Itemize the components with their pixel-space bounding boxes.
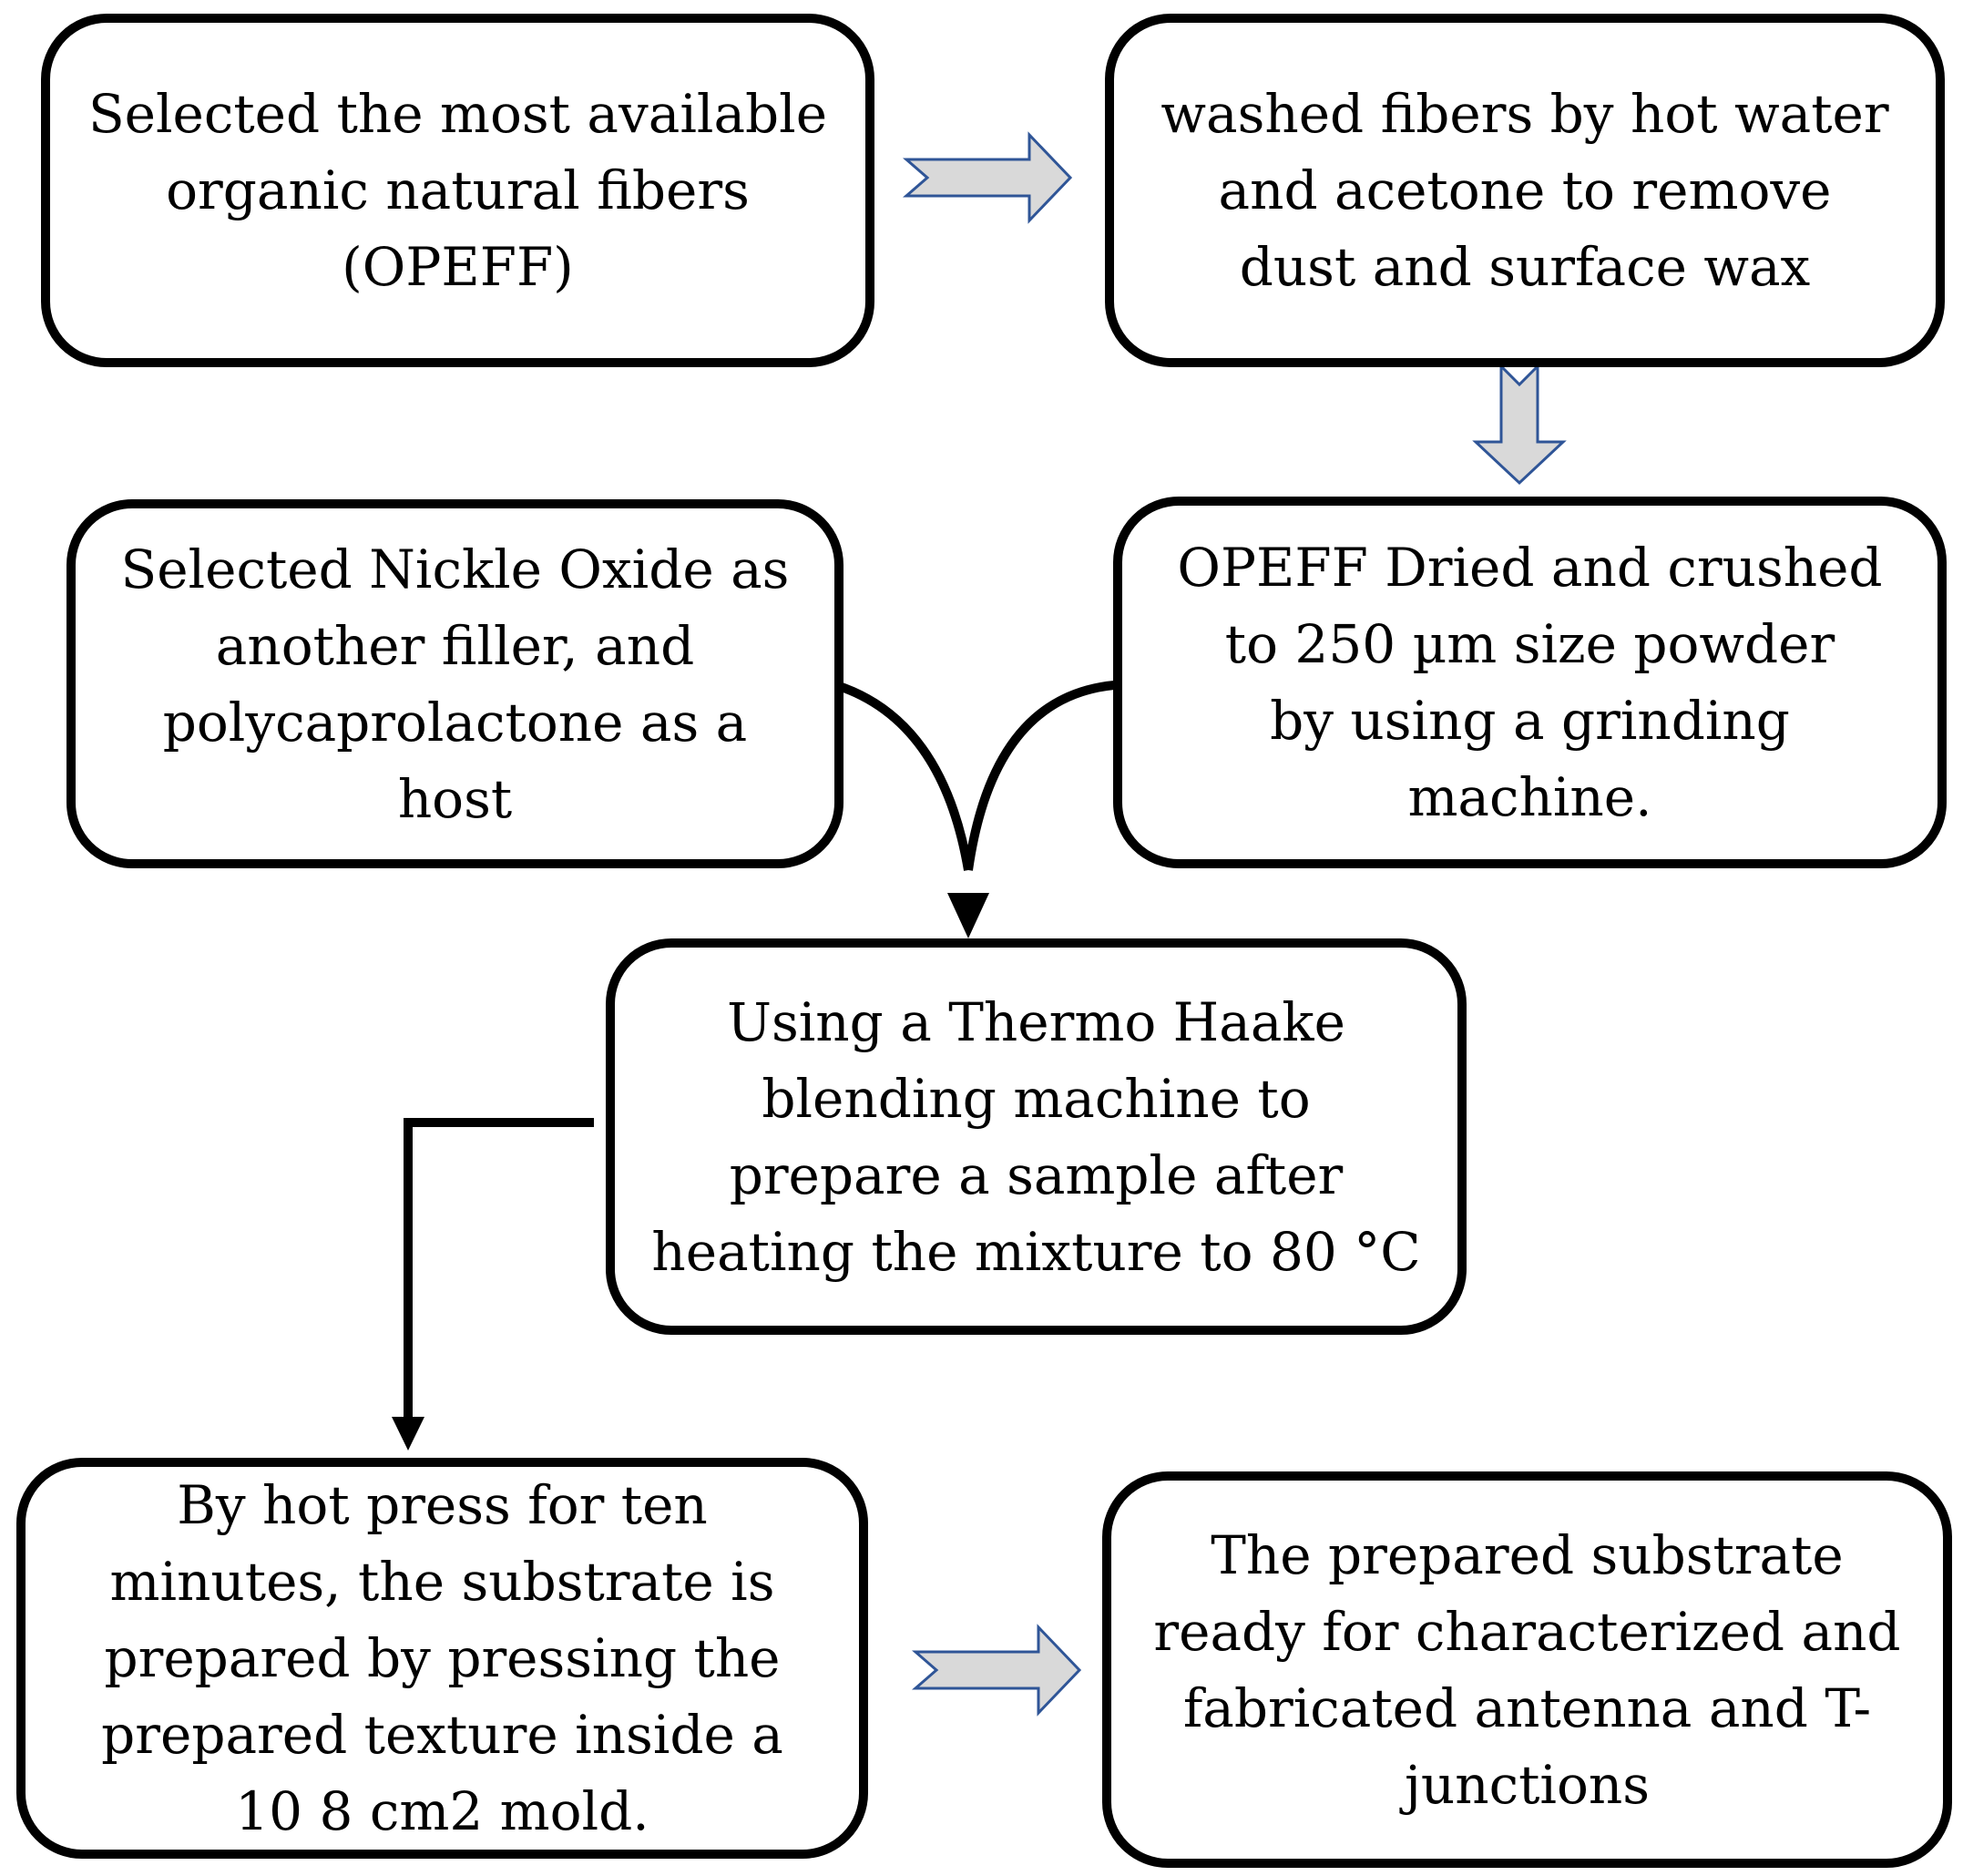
- step-box-select-fibers: Selected the most available organic natu…: [41, 14, 874, 367]
- step-box-select-nickel-oxide: Selected Nickle Oxide as another filler,…: [66, 499, 843, 868]
- step-text-prepared-substrate: The prepared substrate ready for charact…: [1153, 1523, 1901, 1816]
- step-text-hot-press: By hot press for ten minutes, the substr…: [101, 1474, 783, 1842]
- step-box-wash-fibers: washed fibers by hot water and acetone t…: [1105, 14, 1945, 367]
- elbow-connector: [404, 1118, 594, 1421]
- elbow-arrowhead: [392, 1417, 424, 1451]
- step-box-blending: Using a Thermo Haake blending machine to…: [606, 938, 1467, 1335]
- step-box-hot-press: By hot press for ten minutes, the substr…: [16, 1458, 868, 1859]
- step-text-select-fibers: Selected the most available organic natu…: [87, 83, 828, 298]
- step-box-prepared-substrate: The prepared substrate ready for charact…: [1102, 1471, 1952, 1868]
- step-box-dry-crush: OPEFF Dried and crushed to 250 µm size p…: [1113, 497, 1947, 868]
- block-arrow-down: [1472, 363, 1567, 486]
- step-text-dry-crush: OPEFF Dried and crushed to 250 µm size p…: [1177, 537, 1883, 828]
- step-text-blending: Using a Thermo Haake blending machine to…: [651, 990, 1421, 1283]
- step-text-wash-fibers: washed fibers by hot water and acetone t…: [1160, 83, 1889, 298]
- curved-connector-left: [834, 681, 973, 871]
- block-arrow-right-bottom: [911, 1624, 1082, 1717]
- curved-connector-right: [964, 681, 1115, 871]
- step-text-select-nickel-oxide: Selected Nickle Oxide as another filler,…: [120, 538, 790, 830]
- merge-arrowhead: [947, 893, 989, 938]
- block-arrow-right-top: [902, 131, 1073, 224]
